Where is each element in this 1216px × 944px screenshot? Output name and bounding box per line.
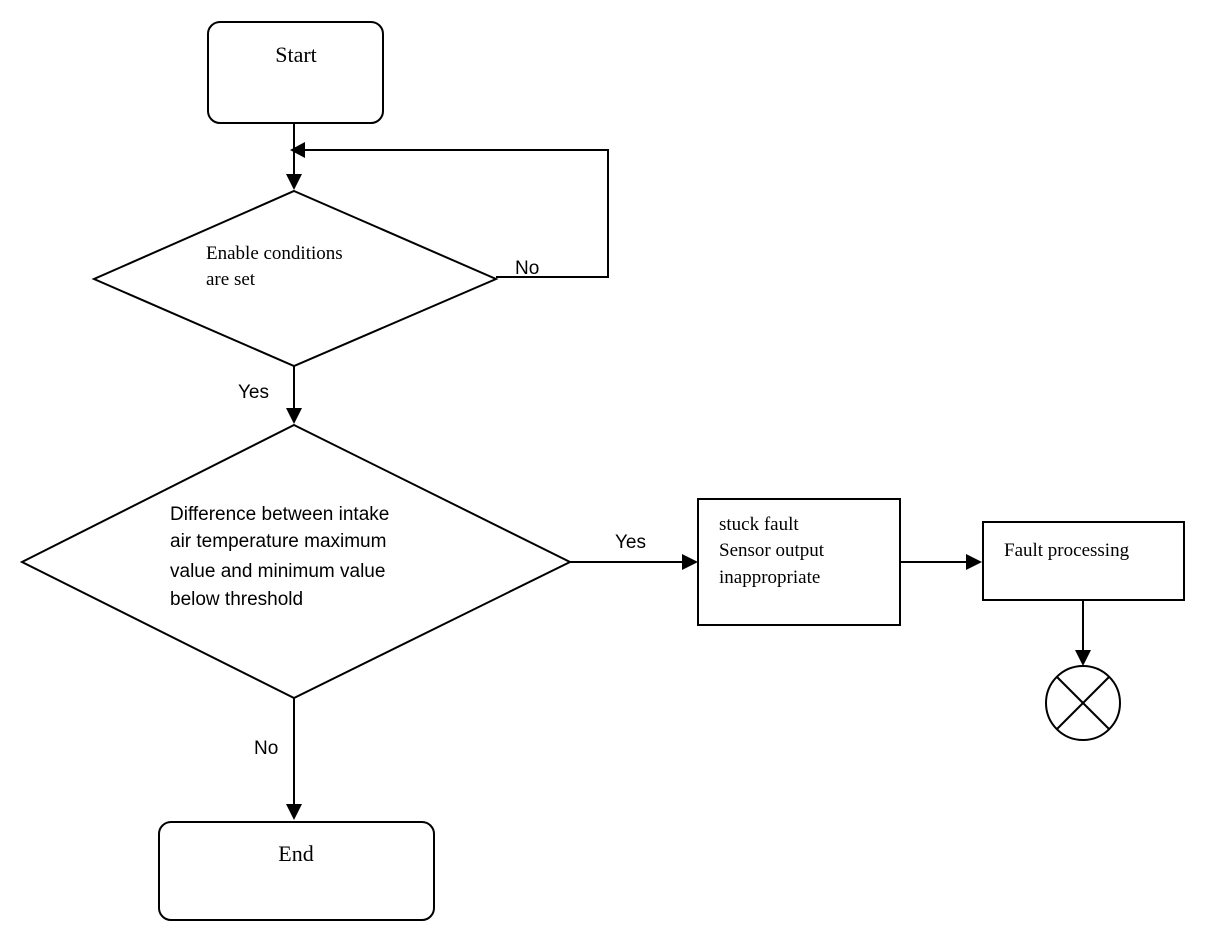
connector-diff-yes: Yes [570,532,698,570]
arrow-right-icon [682,554,698,570]
stuck-fault-line-2: Sensor output [719,540,825,561]
diff-line-2: air temperature maximum [170,531,386,552]
arrow-down-icon [286,804,302,820]
diff-line-4: below threshold [170,589,303,610]
diff-no-label: No [254,738,278,759]
fault-processing-label: Fault processing [1004,540,1130,561]
stuck-fault-node: stuck fault Sensor output inappropriate [697,498,901,626]
connector-diff-no: No [254,698,302,820]
start-label: Start [275,42,317,67]
end-label: End [278,841,313,866]
arrow-left-icon [290,142,305,158]
end-box [158,821,435,921]
end-node: End [158,821,435,921]
connector-stuck-to-processing [900,554,982,570]
diff-decision-node: Difference between intake air temperatur… [19,423,573,700]
diff-yes-label: Yes [615,532,646,553]
stuck-fault-box [697,498,901,626]
arrow-down-icon [286,174,302,190]
arrow-right-icon [966,554,982,570]
enable-line-1: Enable conditions [206,243,343,264]
enable-no-label: No [515,258,539,279]
connector-enable-yes: Yes [238,366,302,424]
arrow-down-icon [286,408,302,424]
connector-start-to-enable [286,123,302,190]
cross-line [1056,676,1110,730]
start-box [207,21,384,124]
stuck-fault-line-3: inappropriate [719,567,820,588]
loop-line [304,149,609,278]
diff-line-1: Difference between intake [170,504,389,525]
enable-yes-label: Yes [238,382,269,403]
start-node: Start [207,21,384,124]
arrow-down-icon [1075,650,1091,666]
stuck-fault-line-1: stuck fault [719,514,799,535]
enable-decision-node: Enable conditions are set [91,189,499,368]
connector-processing-to-termination [1075,600,1091,666]
enable-line-2: are set [206,269,256,290]
termination-x-icon [1045,665,1121,741]
fault-processing-box [982,521,1185,601]
fault-processing-node: Fault processing [982,521,1185,601]
connector-enable-no-loop: No [290,142,609,279]
diff-line-3: value and minimum value [170,561,385,582]
enable-diamond [91,189,499,368]
